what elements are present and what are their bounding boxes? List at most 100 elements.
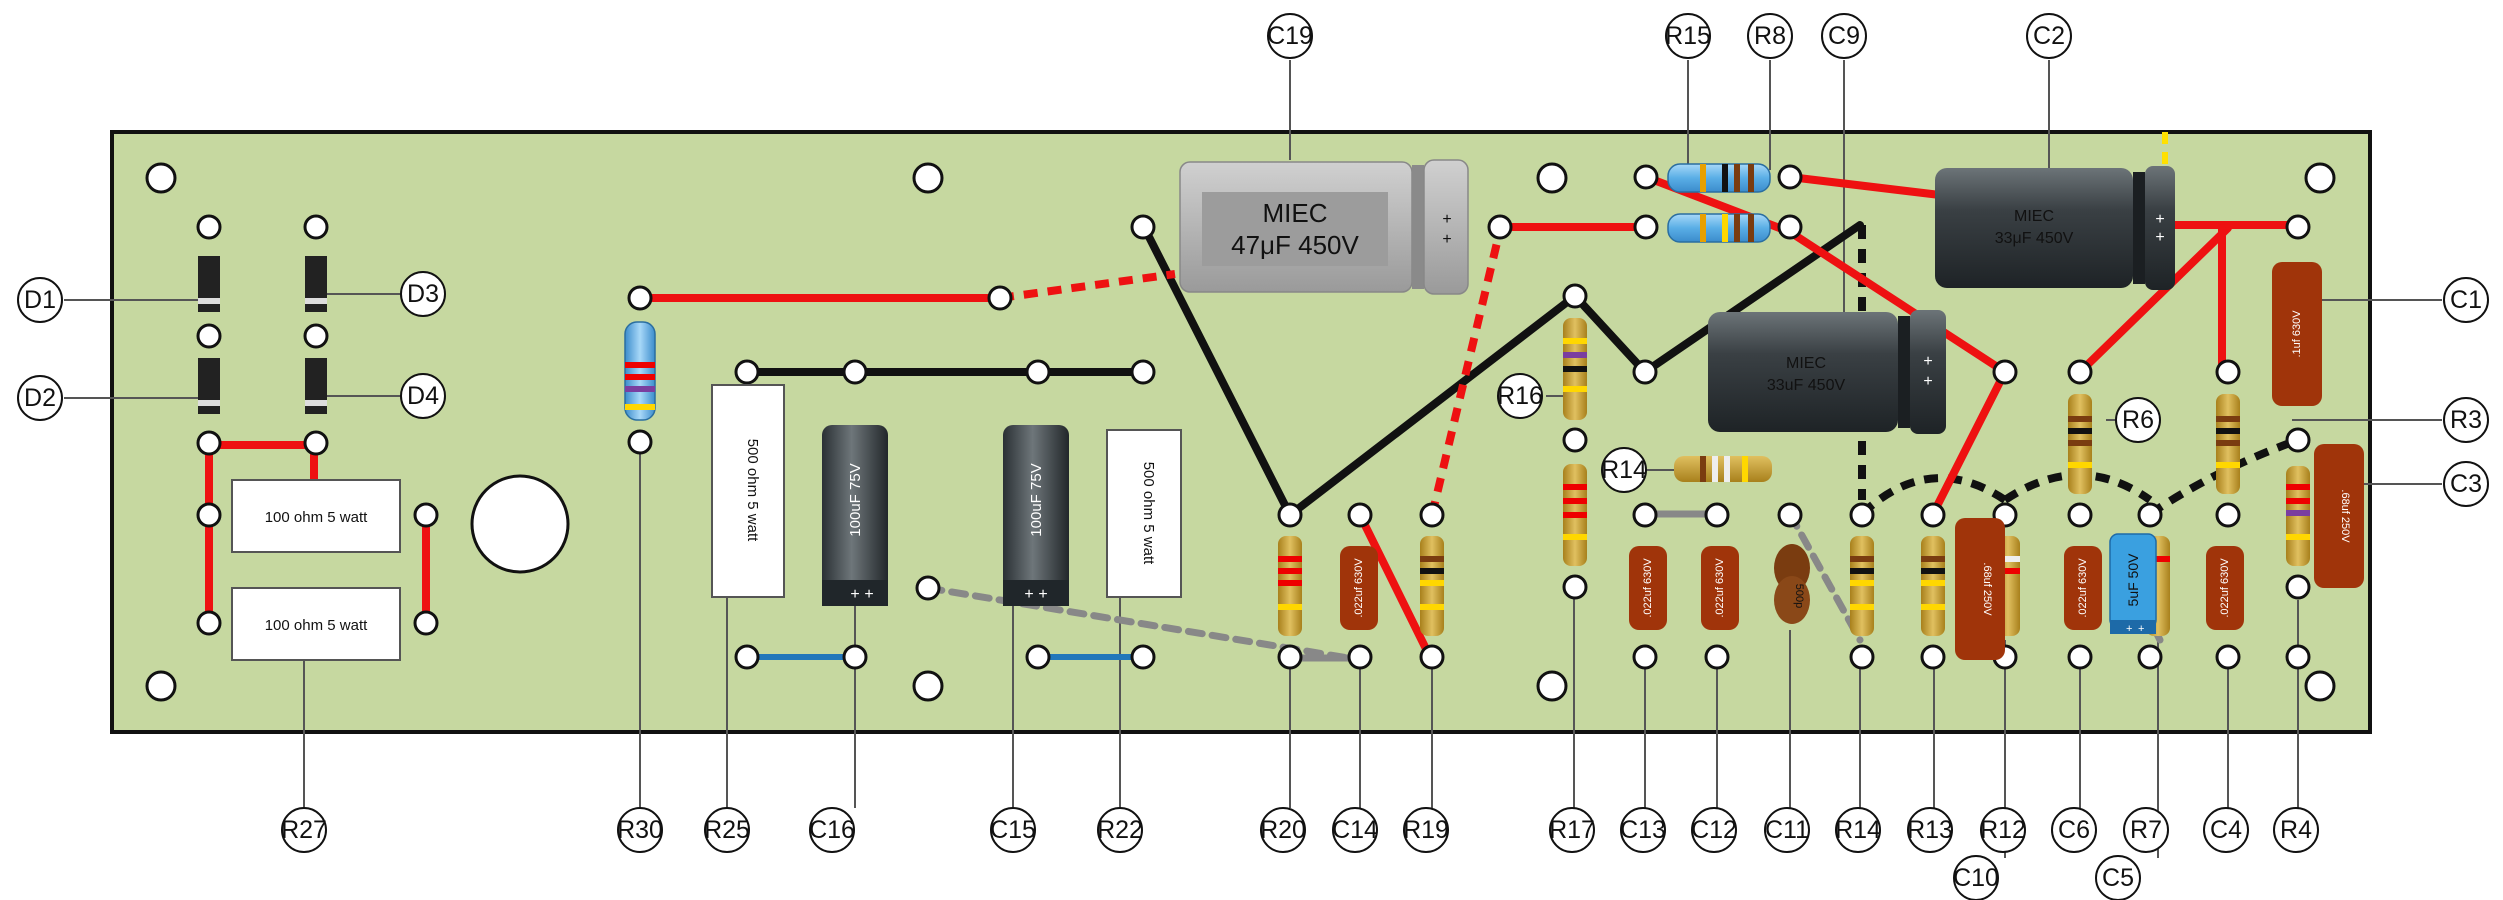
label-text: R19 [1403, 816, 1449, 844]
label-d1: D1 [17, 277, 63, 323]
label-text: R3 [2450, 406, 2482, 434]
label-c6: C6 [2051, 807, 2097, 853]
cap-c14: .022uf 630V [1340, 546, 1378, 630]
cap-c5: 5uF 50V + + [2109, 533, 2157, 635]
label-text: R6 [2122, 406, 2154, 434]
cap-c1: .1uf 630V [2272, 262, 2322, 406]
label-c1: C1 [2443, 277, 2489, 323]
label-r13: R13 [1907, 807, 1953, 853]
label-text: C12 [1691, 816, 1737, 844]
cap-c19: MIEC 47μF 450V + + [1179, 159, 1469, 295]
label-text: R22 [1097, 816, 1143, 844]
resistor-r6 [2068, 394, 2092, 494]
c10-value-text: .68uf 250V [1981, 562, 1993, 616]
res-100-b-text: 100 ohm 5 watt [265, 617, 368, 634]
c5-value-text: 5uF 50V [2125, 553, 2141, 607]
label-r7: R7 [2123, 807, 2169, 853]
label-c13: C13 [1620, 807, 1666, 853]
cap-c12: .022uf 630V [1701, 546, 1739, 630]
c6-value-text: .022uf 630V [2077, 558, 2089, 618]
label-text: R12 [1980, 816, 2026, 844]
c15-plus: + [1024, 586, 1033, 603]
label-c9: C9 [1821, 13, 1867, 59]
cap-c6: .022uf 630V [2064, 546, 2102, 630]
label-r3: R3 [2443, 397, 2489, 443]
label-d2: D2 [17, 375, 63, 421]
label-text: R14 [1835, 816, 1881, 844]
resistor-r13 [1921, 536, 1945, 636]
c15-plus-2: + [1038, 586, 1047, 603]
label-r22: R22 [1097, 807, 1143, 853]
label-r6: R6 [2115, 397, 2161, 443]
resistor-r20 [1278, 536, 1302, 636]
label-text: C14 [1332, 816, 1378, 844]
label-c11: C11 [1764, 807, 1810, 853]
label-r20: R20 [1260, 807, 1306, 853]
label-r14-bot: R14 [1835, 807, 1881, 853]
label-text: R13 [1907, 816, 1953, 844]
c14-value-text: .022uf 630V [1353, 558, 1365, 618]
cap-c16: + + 100uF 75V [822, 425, 888, 606]
label-text: C2 [2033, 22, 2065, 50]
label-text: R25 [704, 816, 750, 844]
label-text: R17 [1549, 816, 1595, 844]
resistor-r8 [1667, 213, 1771, 243]
label-text: D4 [407, 382, 439, 410]
resistor-r30 [624, 321, 656, 421]
label-text: D2 [24, 384, 56, 412]
power-resistor-r27b: 100 ohm 5 watt [231, 587, 401, 661]
label-d3: D3 [400, 271, 446, 317]
label-r19: R19 [1403, 807, 1449, 853]
power-resistor-r22: 500 ohm 5 watt [1106, 429, 1182, 598]
label-text: R4 [2280, 816, 2312, 844]
label-c19: C19 [1267, 13, 1313, 59]
label-text: R20 [1260, 816, 1306, 844]
res-500-b-text: 500 ohm 5 watt [1140, 462, 1157, 565]
label-text: R14 [1601, 456, 1647, 484]
label-text: R8 [1754, 22, 1786, 50]
c12-value-text: .022uf 630V [1714, 558, 1726, 618]
label-r14-top: R14 [1601, 447, 1647, 493]
label-d4: D4 [400, 373, 446, 419]
cap-c13: .022uf 630V [1629, 546, 1667, 630]
label-c10: C10 [1953, 855, 1999, 900]
c16-value-text: 100uF 75V [847, 463, 864, 536]
cap-c9: MIEC 33uF 450V + + [1708, 310, 1946, 434]
power-resistor-r27a: 100 ohm 5 watt [231, 479, 401, 553]
c5-plus-a: + [2126, 623, 2132, 635]
c1-value-text: .1uf 630V [2291, 310, 2303, 358]
c9-plus-b: + [1923, 373, 1932, 390]
res-100-a-text: 100 ohm 5 watt [265, 509, 368, 526]
c16-plus-2: + [864, 586, 873, 603]
label-text: C5 [2102, 864, 2134, 892]
label-text: C6 [2058, 816, 2090, 844]
label-c14: C14 [1332, 807, 1378, 853]
resistor-r16 [1563, 318, 1587, 420]
c2-plus-b: + [2155, 229, 2164, 246]
label-r25: R25 [704, 807, 750, 853]
label-text: R27 [281, 816, 327, 844]
label-r15: R15 [1665, 13, 1711, 59]
label-r17: R17 [1549, 807, 1595, 853]
cap-c15: + + 100uF 75V [1003, 425, 1069, 606]
c19-plus-b: + [1442, 231, 1451, 248]
c9-brand-text: MIEC [1786, 355, 1826, 372]
c16-plus: + [850, 586, 859, 603]
large-hole [470, 474, 570, 574]
res-500-a-text: 500 ohm 5 watt [744, 439, 761, 542]
power-resistor-r25: 500 ohm 5 watt [711, 384, 785, 598]
resistor-r14-top [1674, 456, 1772, 482]
label-text: D1 [24, 286, 56, 314]
resistor-r17 [1563, 464, 1587, 566]
label-text: C4 [2210, 816, 2242, 844]
mounting-holes [145, 162, 2336, 702]
label-c15: C15 [990, 807, 1036, 853]
label-r27: R27 [281, 807, 327, 853]
cap-c4: .022uf 630V [2206, 546, 2244, 630]
label-text: C3 [2450, 470, 2482, 498]
c11-value-text: 500p [1793, 584, 1805, 608]
label-r16: R16 [1497, 373, 1543, 419]
label-r8: R8 [1747, 13, 1793, 59]
